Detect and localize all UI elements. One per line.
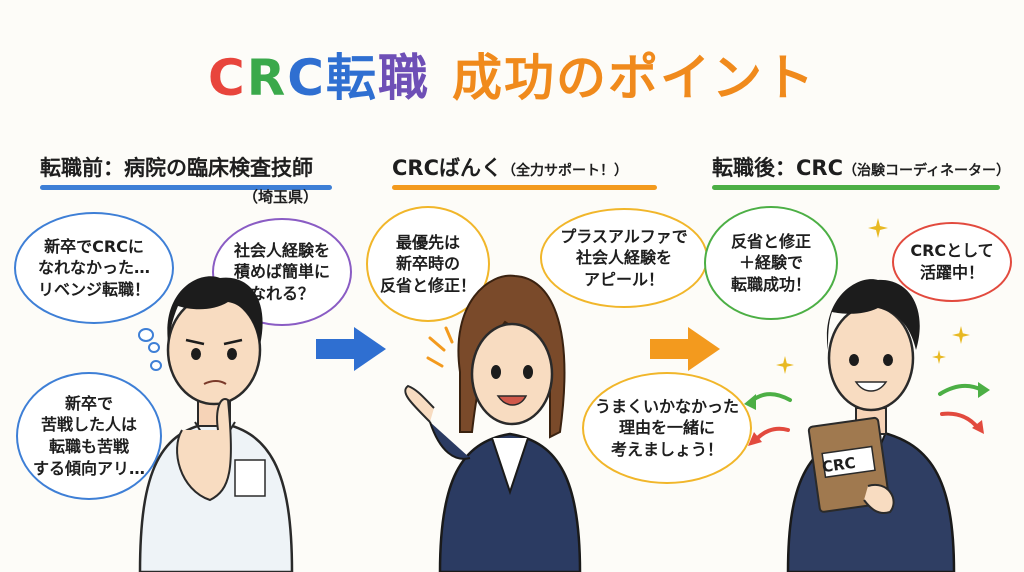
before-header-text: 転職前：病院の臨床検査技師 <box>40 156 313 180</box>
middle-underline <box>392 185 657 190</box>
title-rest: 成功のポイント <box>451 49 816 107</box>
sparkle-icon <box>952 326 970 344</box>
speech-text: 最優先は 新卒時の 反省と修正！ <box>379 232 476 295</box>
middle-header-text: CRCばんく <box>392 156 502 180</box>
sparkle-icon <box>868 218 888 238</box>
title-letter: 職 <box>377 49 430 107</box>
crc-illustration <box>786 279 956 572</box>
speech-text: うまくいかなかった 理由を一緒に 考えましょう！ <box>594 396 739 459</box>
thought-tail <box>148 342 160 353</box>
speech-text: 社会人経験を 積めば簡単に なれる？ <box>233 240 330 303</box>
speech-bubble-active: CRCとして 活躍中！ <box>892 222 1012 302</box>
thought-bubble-warning: 新卒で 苦戦した人は 転職も苦戦 する傾向アリ… <box>16 372 162 500</box>
thought-text: 新卒でCRCに なれなかった… リベンジ転職！ <box>37 236 150 299</box>
thought-text: 新卒で 苦戦した人は 転職も苦戦 する傾向アリ… <box>32 393 145 478</box>
after-header-text: 転職後：CRC <box>712 156 843 180</box>
after-underline <box>712 185 1000 190</box>
middle-header: CRCばんく（全力サポート！） <box>392 152 657 190</box>
after-header: 転職後：CRC（治験コーディネーター） <box>712 152 1010 190</box>
thought-bubble-revenge: 新卒でCRCに なれなかった… リベンジ転職！ <box>14 212 174 324</box>
after-header-sub: （治験コーディネーター） <box>843 163 1011 179</box>
page-title: CRC転職成功のポイント <box>0 38 1024 110</box>
lab-tech-illustration <box>138 276 294 572</box>
arrow-right-icon <box>316 327 386 371</box>
thought-tail <box>150 360 162 371</box>
speech-bubble-plus-alpha: プラスアルファで 社会人経験を アピール！ <box>540 208 708 308</box>
speech-bubble-together: うまくいかなかった 理由を一緒に 考えましょう！ <box>582 372 752 484</box>
speech-bubble-success: 反省と修正 ＋経験で 転職成功！ <box>704 206 838 320</box>
before-header: 転職前：病院の臨床検査技師 <box>40 152 332 190</box>
thought-tail <box>138 328 154 342</box>
arrow-right-icon <box>650 327 720 371</box>
speech-bubble-question: 社会人経験を 積めば簡単に なれる？ <box>212 218 352 326</box>
before-location: （埼玉県） <box>243 188 319 206</box>
curved-arrow-icon <box>744 392 792 446</box>
title-letter: R <box>246 49 288 107</box>
advisor-illustration <box>404 274 582 572</box>
sparkle-icon <box>776 356 794 374</box>
sparkle-icon <box>932 350 946 364</box>
speech-text: プラスアルファで 社会人経験を アピール！ <box>560 226 688 289</box>
before-underline <box>40 185 332 190</box>
title-letter: 転 <box>325 49 378 107</box>
speech-text: 反省と修正 ＋経験で 転職成功！ <box>730 231 811 294</box>
curved-arrow-icon <box>938 382 990 434</box>
title-letter: C <box>208 49 247 107</box>
title-letter: C <box>287 49 326 107</box>
middle-header-sub: （全力サポート！） <box>502 163 628 179</box>
speech-text: CRCとして 活躍中！ <box>910 241 994 282</box>
